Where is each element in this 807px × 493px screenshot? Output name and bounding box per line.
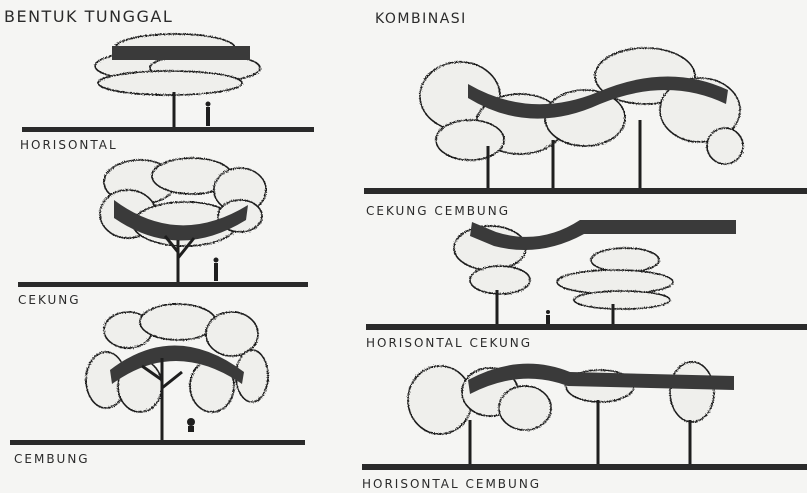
human-figure xyxy=(546,310,550,325)
horisontal-label: HORISONTAL xyxy=(20,139,118,151)
horisontal-cekung-tree-panel xyxy=(366,220,807,330)
cembung-label: CEMBUNG xyxy=(14,453,90,465)
horisontal-tree-panel xyxy=(22,34,314,132)
ground-line xyxy=(22,127,314,132)
human-figure xyxy=(214,258,219,282)
ground-line xyxy=(366,324,807,330)
combination-heading: KOMBINASI xyxy=(375,12,467,26)
ground-line xyxy=(362,464,807,470)
cekung-cembung-label: CEKUNG CEMBUNG xyxy=(366,205,510,217)
human-figure xyxy=(206,102,211,127)
ground-line xyxy=(18,282,308,287)
cembung-tree-panel xyxy=(10,304,305,445)
ground-line xyxy=(10,440,305,445)
horisontal-cembung-label: HORISONTAL CEMBUNG xyxy=(362,478,541,490)
human-figure xyxy=(187,418,195,432)
cekung-tree-panel xyxy=(18,158,308,287)
horizontal-band xyxy=(112,46,250,60)
tree-trunk xyxy=(165,236,194,282)
tree-canopy xyxy=(95,34,260,95)
horisontal-cekung-label: HORISONTAL CEKUNG xyxy=(366,337,532,349)
cekung-label: CEKUNG xyxy=(18,294,81,306)
single-form-heading: BENTUK TUNGGAL xyxy=(4,9,173,25)
ground-line xyxy=(364,188,807,194)
horisontal-cembung-tree-panel xyxy=(362,362,807,470)
cekung-cembung-tree-panel xyxy=(364,48,807,194)
